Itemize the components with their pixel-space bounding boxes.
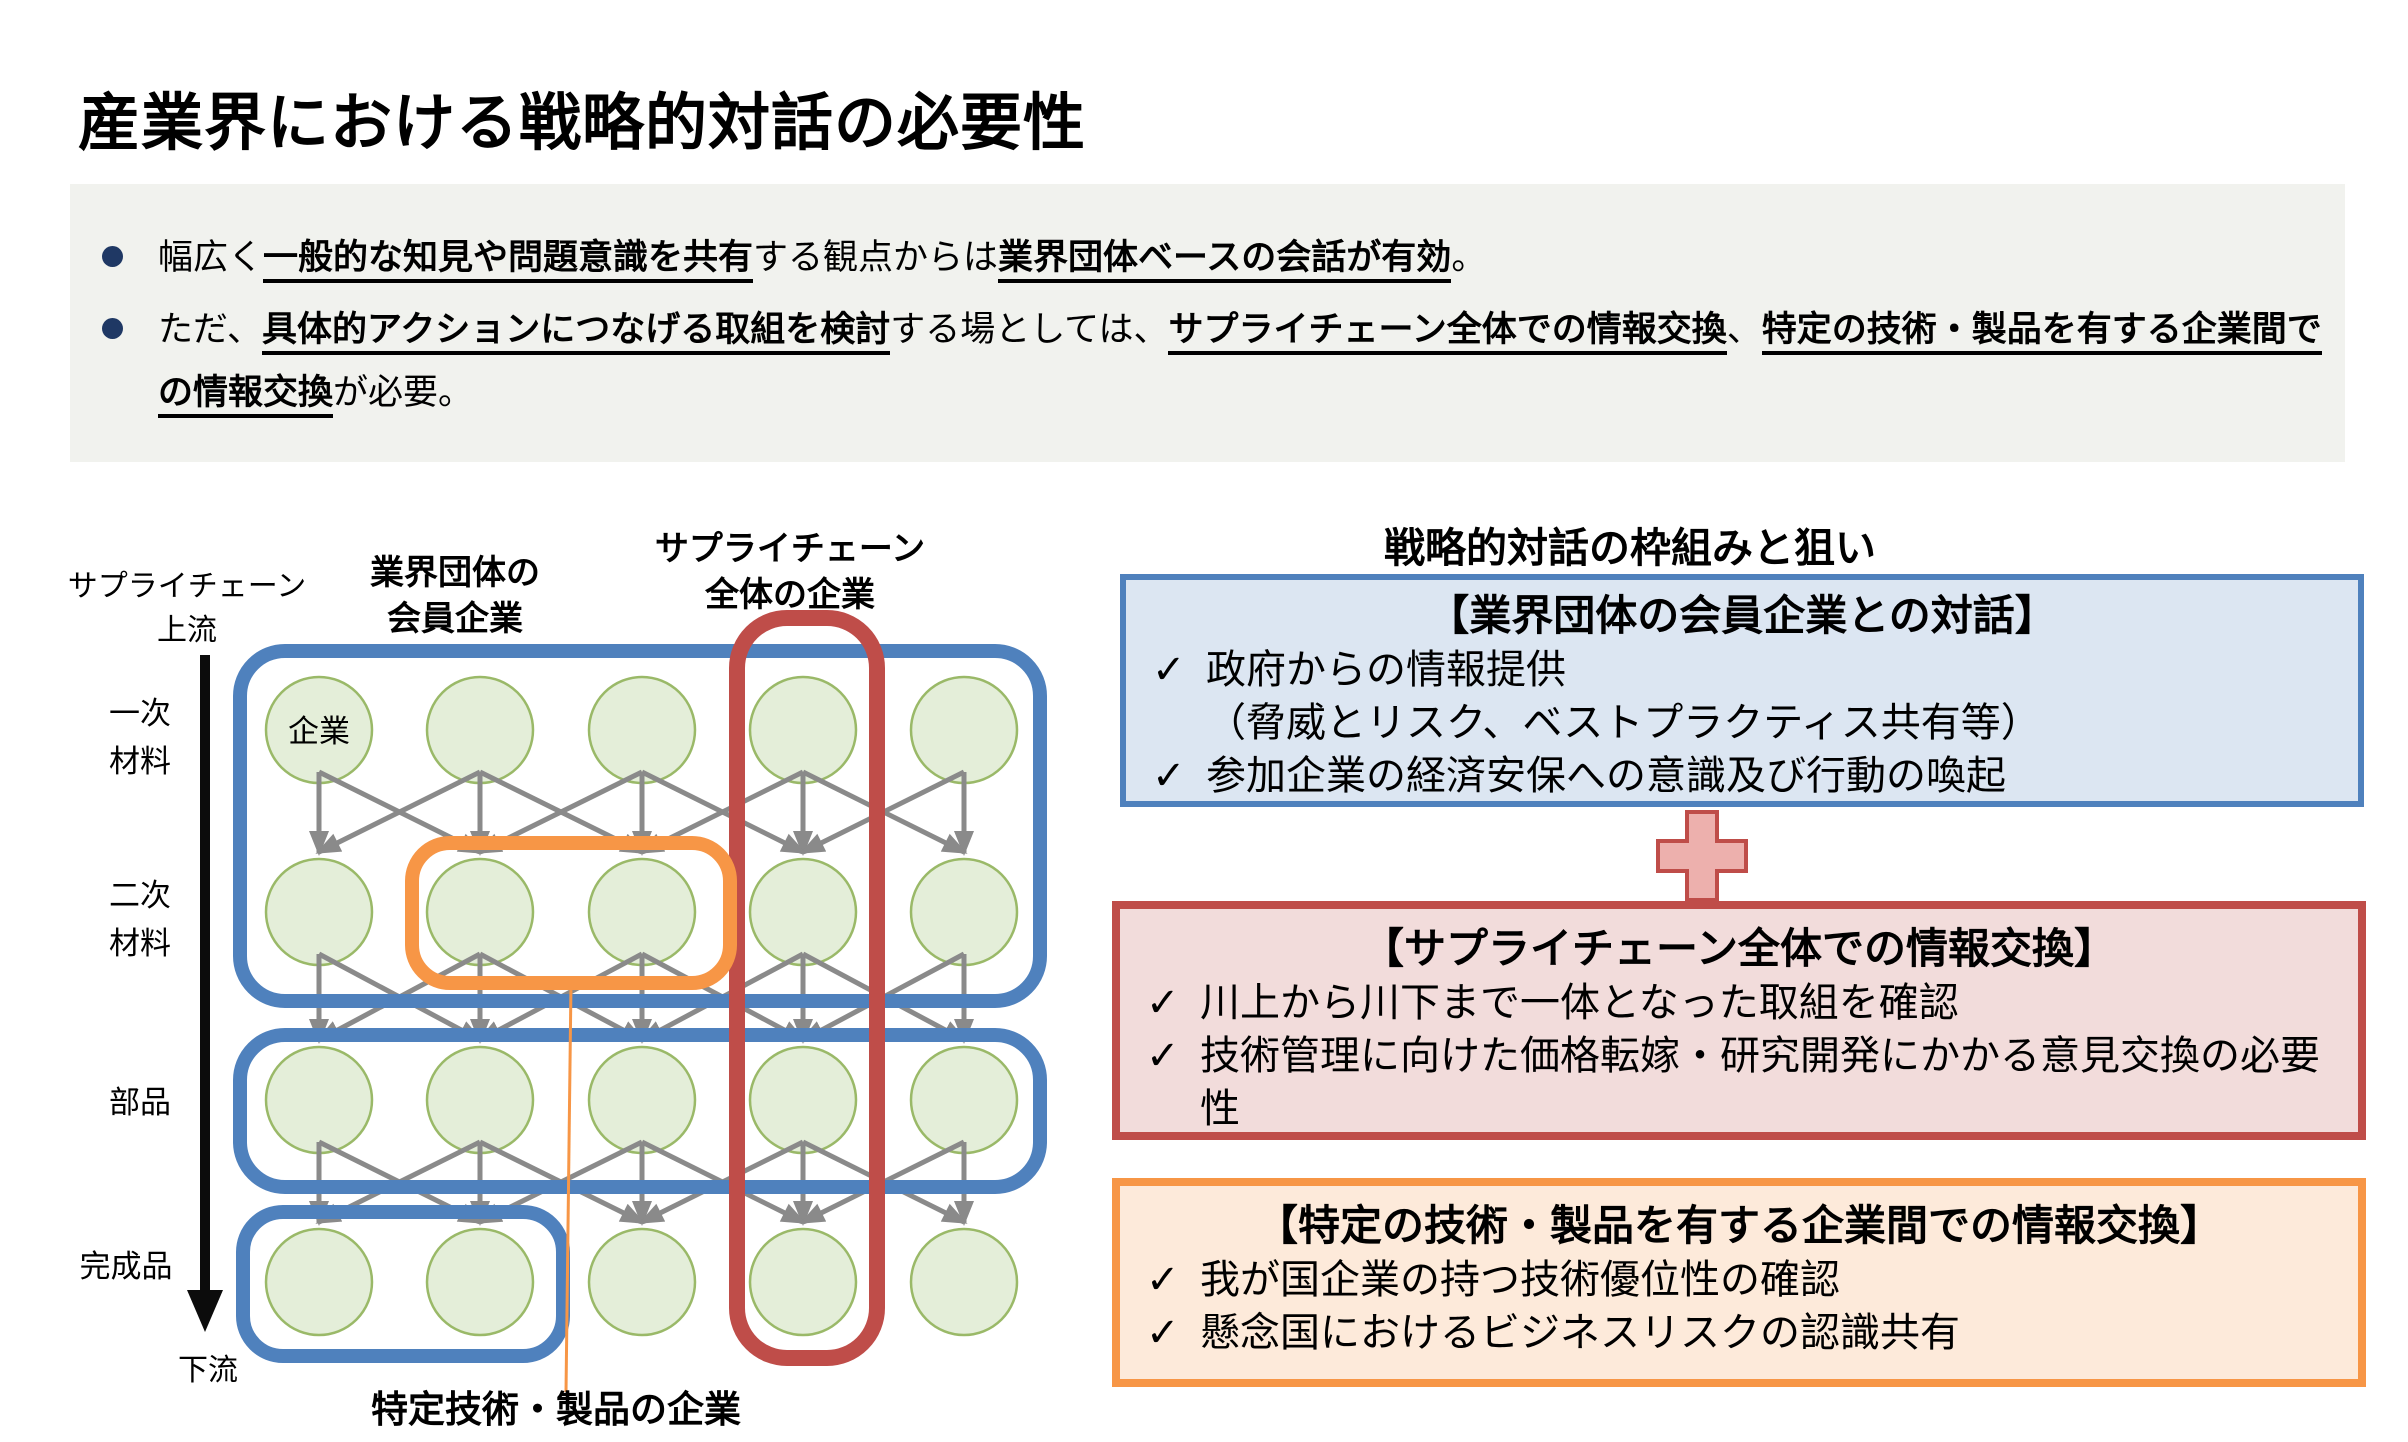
company-node: [587, 857, 697, 967]
company-node: [264, 1227, 374, 1337]
bullet-dot: [102, 318, 123, 339]
company-node: [264, 1045, 374, 1155]
check-item-text: 政府からの情報提供: [1206, 648, 1566, 692]
company-node: [587, 675, 697, 785]
row-label-parts: 部品: [109, 1085, 171, 1120]
row-label-secondary-2: 材料: [109, 926, 171, 961]
box-header: 【サプライチェーン全体での情報交換】: [1362, 925, 2116, 972]
company-node: [264, 857, 374, 967]
legend-specific-tech: 特定技術・製品の企業: [371, 1388, 741, 1430]
check-icon: ✓: [1146, 981, 1180, 1025]
check-item: ✓ 我が国企業の持つ技術優位性の確認: [1146, 1254, 2332, 1307]
company-node: [909, 675, 1019, 785]
dialog-box-industry-association: 【業界団体の会員企業との対話】 ✓ 政府からの情報提供 （脅威とリスク、ベストプ…: [1120, 574, 2364, 807]
page-title: 産業界における戦略的対話の必要性: [78, 89, 1087, 158]
plus-icon: [1656, 810, 1748, 902]
company-node: [425, 1227, 535, 1337]
company-node: [909, 857, 1019, 967]
company-node: [425, 857, 535, 967]
company-node: [425, 675, 535, 785]
box-header: 【業界団体の会員企業との対話】: [1427, 592, 2057, 639]
upstream-label-line1: サプライチェーン: [68, 570, 307, 603]
red-frame-supply-chain: [729, 610, 885, 1366]
row-label-secondary-1: 二次: [109, 878, 171, 913]
panel-title: 戦略的対話の枠組みと狙い: [1384, 525, 1876, 571]
legend-member-companies-line1: 業界団体の: [370, 554, 540, 592]
check-icon: ✓: [1152, 648, 1186, 692]
company-node-label: 企業: [288, 714, 350, 749]
upstream-label-line2: 上流: [157, 614, 217, 647]
row-label-primary-1: 一次: [109, 696, 171, 731]
check-item: ✓ 参加企業の経済安保への意識及び行動の喚起: [1152, 750, 2332, 803]
box-header: 【特定の技術・製品を有する企業間での情報交換】: [1255, 1202, 2222, 1249]
company-node: [748, 675, 858, 785]
sub-item: （脅威とリスク、ベストプラクティス共有等）: [1152, 697, 2332, 750]
legend-whole-chain-line2: 全体の企業: [704, 575, 875, 614]
blue-frame-finished: [236, 1205, 570, 1363]
orange-leader-line: [564, 982, 573, 1393]
dialog-box-specific-technology: 【特定の技術・製品を有する企業間での情報交換】 ✓ 我が国企業の持つ技術優位性の…: [1112, 1178, 2366, 1387]
company-node: [587, 1045, 697, 1155]
blue-frame-parts: [233, 1028, 1047, 1194]
dialog-box-whole-supply-chain: 【サプライチェーン全体での情報交換】 ✓ 川上から川下まで一体となった取組を確認…: [1112, 901, 2366, 1140]
check-item-text: 懸念国におけるビジネスリスクの認識共有: [1200, 1311, 1960, 1355]
row-label-primary-2: 材料: [109, 744, 171, 779]
check-icon: ✓: [1146, 1258, 1180, 1302]
check-item-text: 我が国企業の持つ技術優位性の確認: [1200, 1258, 1840, 1302]
check-item: ✓ 川上から川下まで一体となった取組を確認: [1146, 977, 2332, 1030]
flow-axis-arrowhead-icon: [187, 1290, 223, 1332]
check-item: ✓ 懸念国におけるビジネスリスクの認識共有: [1146, 1307, 2332, 1360]
flow-arrow: [315, 769, 482, 855]
summary-bullet-2: ただ、具体的アクションにつなげる取組を検討する場としては、サプライチェーン全体で…: [158, 298, 2350, 424]
downstream-label: 下流: [178, 1354, 238, 1387]
company-node: [748, 857, 858, 967]
check-item-text: 参加企業の経済安保への意識及び行動の喚起: [1206, 754, 2006, 798]
check-item-text: 川上から川下まで一体となった取組を確認: [1200, 981, 1959, 1025]
company-node: [748, 1045, 858, 1155]
check-icon: ✓: [1146, 1311, 1180, 1355]
check-icon: ✓: [1146, 1034, 1180, 1078]
check-icon: ✓: [1152, 754, 1186, 798]
company-nodes: [264, 675, 1019, 1337]
company-node: [748, 1227, 858, 1337]
check-item-text: 技術管理に向けた価格転嫁・研究開発にかかる意見交換の必要性: [1200, 1034, 2320, 1131]
check-item: ✓ 技術管理に向けた価格転嫁・研究開発にかかる意見交換の必要性: [1146, 1030, 2332, 1136]
blue-frame-materials: [233, 644, 1047, 1008]
summary-box: [70, 184, 2345, 462]
sub-item-text: （脅威とリスク、ベストプラクティス共有等）: [1206, 701, 2041, 745]
legend-whole-chain-line1: サプライチェーン: [655, 530, 925, 568]
check-item: ✓ 政府からの情報提供: [1152, 644, 2332, 697]
summary-bullet-1: 幅広く一般的な知見や問題意識を共有する観点からは業界団体ベースの会話が有効。: [158, 226, 2348, 289]
company-node: [909, 1045, 1019, 1155]
company-node: [425, 1045, 535, 1155]
company-node: [909, 1227, 1019, 1337]
bullet-dot: [102, 246, 123, 267]
row-label-finished: 完成品: [80, 1249, 173, 1284]
legend-member-companies-line2: 会員企業: [387, 599, 523, 638]
company-node: [587, 1227, 697, 1337]
